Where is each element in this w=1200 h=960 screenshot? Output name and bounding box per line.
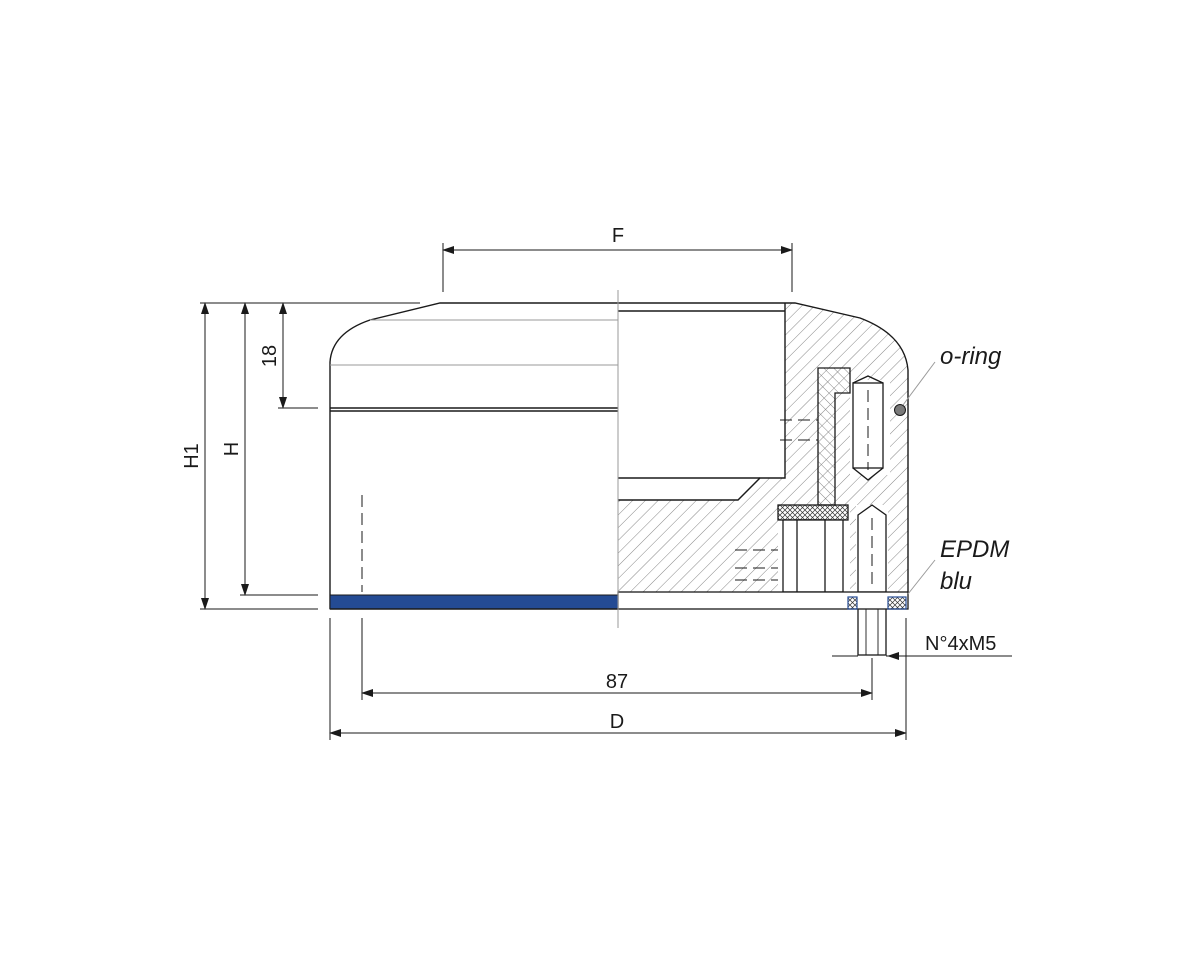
dim-label-d: D xyxy=(610,711,624,733)
dim-label-f: F xyxy=(612,225,624,247)
upper-stud xyxy=(852,375,884,481)
callout-o-ring: o-ring xyxy=(940,343,1002,370)
base-plate-section xyxy=(617,591,909,610)
epdm-pad-strip xyxy=(329,594,619,610)
callout-epdm: EPDM xyxy=(940,536,1009,563)
dim-label-h1: H1 xyxy=(181,443,203,469)
callout-threads: N°4xM5 xyxy=(925,633,996,655)
bushing xyxy=(777,504,849,593)
callout-blu: blu xyxy=(940,568,972,595)
section-view xyxy=(617,302,909,656)
o-ring-symbol xyxy=(894,404,906,416)
leader-lines xyxy=(902,361,936,595)
dimension-lines xyxy=(200,243,1012,740)
exterior-view xyxy=(329,302,619,610)
lower-stud xyxy=(857,504,887,656)
dim-label-87: 87 xyxy=(606,671,628,693)
dim-label-18: 18 xyxy=(259,345,281,367)
epdm-pad-section xyxy=(847,596,858,610)
dim-label-h: H xyxy=(221,442,243,456)
